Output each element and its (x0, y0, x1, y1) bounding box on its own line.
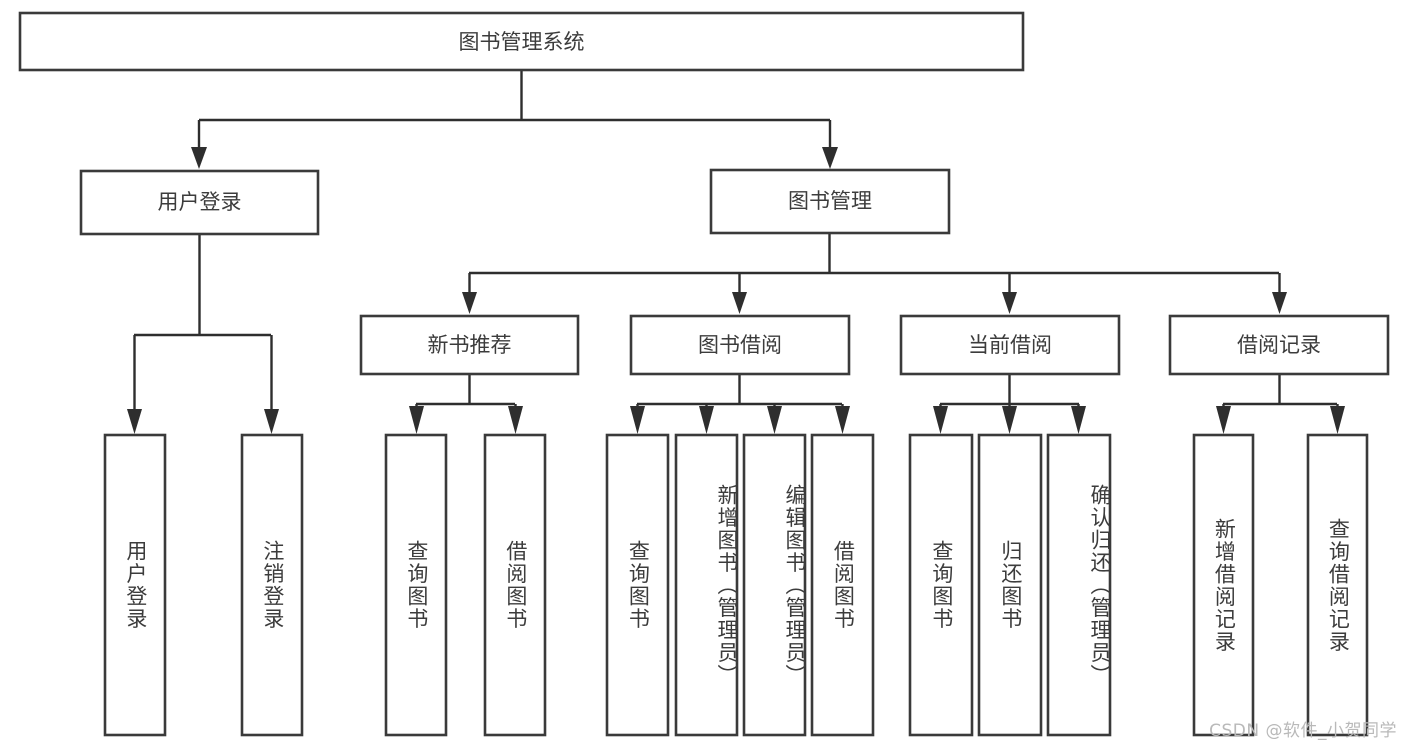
node-box-current-borrow[interactable] (899, 314, 1121, 376)
arrow-records-child-1 (1216, 406, 1231, 434)
leaf-box-add-borrow-record[interactable] (1192, 433, 1255, 737)
arrow-current-child-2 (1002, 406, 1017, 434)
node-label-book-management: 图书管理 (788, 189, 872, 213)
node-label-user-login: 用户登录 (158, 190, 242, 214)
arrow-root-to-bookmgmt (822, 147, 838, 169)
leaf-box-return-book[interactable] (977, 433, 1043, 737)
arrow-borrow-child-3 (767, 406, 782, 434)
arrow-newbooks-child-2 (508, 406, 523, 434)
arrow-bookmgmt-child-3 (1002, 292, 1017, 314)
node-box-new-book-recommend[interactable] (359, 314, 580, 376)
node-box-book-management[interactable] (709, 168, 951, 235)
node-label-root: 图书管理系统 (459, 30, 585, 54)
arrow-borrow-child-4 (835, 406, 850, 434)
connector-group-book-mgmt (462, 233, 1287, 314)
watermark-text: CSDN @软件_小贺同学 (1209, 721, 1397, 741)
leaf-box-query-borrow-record[interactable] (1306, 433, 1369, 737)
arrow-newbooks-child-1 (409, 406, 424, 434)
leaf-box-borrow-book-recommend[interactable] (483, 433, 547, 737)
arrow-root-to-login (191, 147, 207, 169)
leaf-box-borrow-book[interactable] (810, 433, 875, 737)
node-box-borrow-records[interactable] (1168, 314, 1390, 376)
leaf-box-add-book-admin[interactable] (674, 433, 739, 737)
arrow-login-child-1 (127, 409, 142, 434)
leaf-box-logout[interactable] (240, 433, 304, 737)
connector-group-borrow (630, 374, 850, 434)
leaf-box-query-book-recommend[interactable] (384, 433, 448, 737)
connector-group-user-login (127, 234, 279, 434)
arrow-current-child-1 (933, 406, 948, 434)
leaf-box-user-login[interactable] (103, 433, 167, 737)
arrow-bookmgmt-child-2 (732, 292, 747, 314)
leaf-box-query-book-current[interactable] (908, 433, 974, 737)
arrow-borrow-child-1 (630, 406, 645, 434)
arrow-current-child-3 (1071, 406, 1086, 434)
node-label-borrow-records: 借阅记录 (1237, 333, 1321, 357)
node-box-user-login[interactable] (79, 169, 320, 236)
connector-group-records (1216, 374, 1345, 434)
leaf-box-query-book-borrow[interactable] (605, 433, 670, 737)
node-box-book-borrow[interactable] (629, 314, 851, 376)
node-box-root[interactable] (18, 11, 1025, 72)
leaf-box-confirm-return-admin[interactable] (1046, 433, 1112, 737)
arrow-bookmgmt-child-4 (1272, 292, 1287, 314)
node-label-new-book-recommend: 新书推荐 (428, 333, 512, 357)
connector-group-new-books (409, 374, 523, 434)
node-label-current-borrow: 当前借阅 (968, 333, 1052, 357)
arrow-records-child-2 (1330, 406, 1345, 434)
connector-group-current-borrow (933, 374, 1086, 434)
node-label-book-borrow: 图书借阅 (698, 333, 782, 357)
connector-group-root (191, 70, 838, 169)
arrow-bookmgmt-child-1 (462, 292, 477, 314)
arrow-borrow-child-2 (699, 406, 714, 434)
leaf-box-edit-book-admin[interactable] (742, 433, 807, 737)
arrow-login-child-2 (264, 409, 279, 434)
